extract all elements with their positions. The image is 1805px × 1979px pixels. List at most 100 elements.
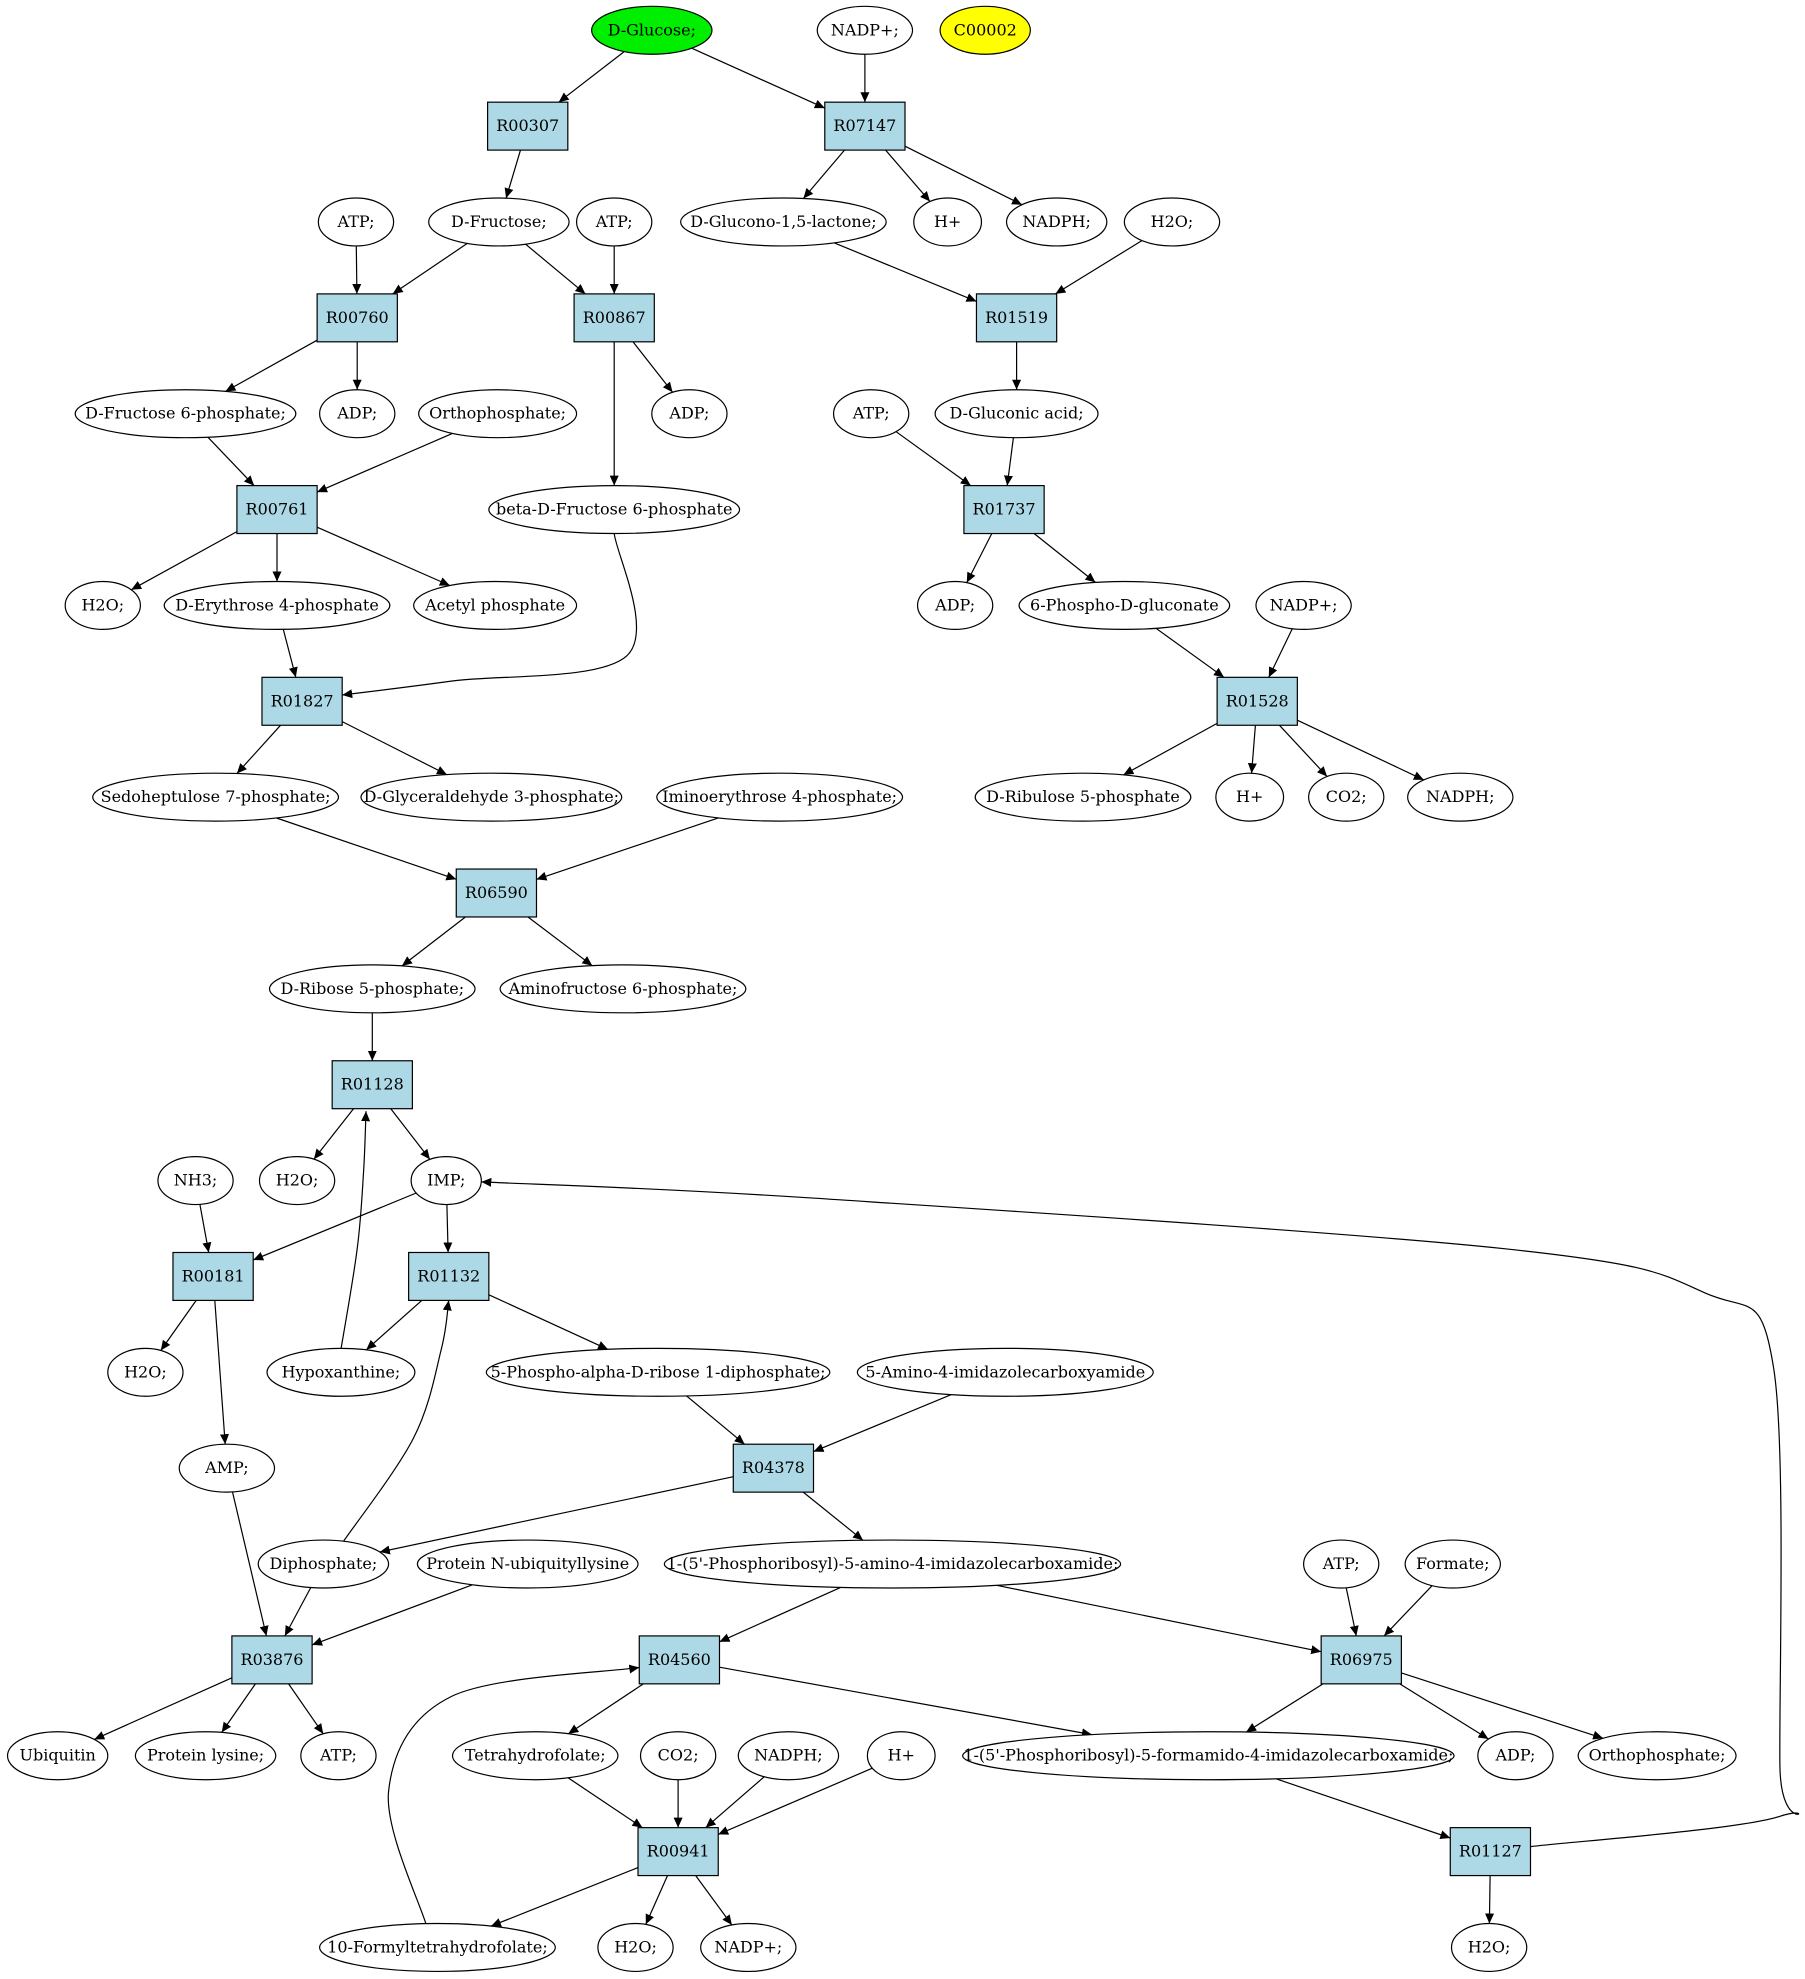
reaction-label: R07147 bbox=[833, 116, 896, 135]
compound-node-co2_1[interactable]: CO2; bbox=[1308, 772, 1385, 822]
compound-node-gluconic[interactable]: D-Gluconic acid; bbox=[934, 389, 1099, 439]
compound-node-fructose[interactable]: D-Fructose; bbox=[428, 197, 570, 247]
compound-node-nadph3[interactable]: NADPH; bbox=[737, 1731, 840, 1781]
reaction-node-r06590[interactable]: R06590 bbox=[455, 868, 538, 918]
compound-label: H2O; bbox=[81, 595, 124, 614]
reaction-box bbox=[573, 293, 655, 343]
reaction-box bbox=[236, 485, 318, 535]
compound-node-lysine[interactable]: Protein lysine; bbox=[134, 1731, 277, 1781]
reaction-box bbox=[455, 868, 538, 918]
compound-node-aminofructose[interactable]: Aminofructose 6-phosphate; bbox=[499, 964, 747, 1014]
reaction-node-r00941[interactable]: R00941 bbox=[637, 1827, 719, 1877]
compound-node-atp1[interactable]: ATP; bbox=[317, 197, 395, 247]
compound-node-h2o5[interactable]: H2O; bbox=[597, 1922, 674, 1973]
compound-node-adp4[interactable]: ADP; bbox=[1477, 1731, 1554, 1781]
compound-ellipse bbox=[266, 1347, 416, 1397]
compound-label: Iminoerythrose 4-phosphate; bbox=[662, 787, 897, 806]
compound-node-atp5[interactable]: ATP; bbox=[300, 1731, 377, 1781]
compound-node-aicar[interactable]: 1-(5'-Phosphoribosyl)-5-amino-4-imidazol… bbox=[663, 1539, 1122, 1589]
compound-node-atp3[interactable]: ATP; bbox=[832, 389, 910, 439]
compound-node-imp[interactable]: IMP; bbox=[410, 1156, 482, 1206]
compound-node-prpp[interactable]: 5-Phospho-alpha-D-ribose 1-diphosphate; bbox=[485, 1347, 831, 1397]
compound-node-h2o6[interactable]: H2O; bbox=[1450, 1922, 1528, 1973]
edge-r03876-to-atp5 bbox=[288, 1683, 324, 1735]
compound-node-faicar[interactable]: 1-(5'-Phosphoribosyl)-5-formamido-4-imid… bbox=[962, 1731, 1455, 1781]
compound-node-e4p[interactable]: D-Erythrose 4-phosphate bbox=[163, 580, 391, 630]
reaction-node-r00867[interactable]: R00867 bbox=[573, 293, 655, 343]
compound-node-ru5p[interactable]: D-Ribulose 5-phosphate bbox=[974, 772, 1192, 822]
compound-label: AMP; bbox=[204, 1458, 249, 1477]
edge-r03876-to-lysine bbox=[221, 1683, 256, 1733]
compound-node-h2o3[interactable]: H2O; bbox=[258, 1156, 336, 1206]
compound-node-gluconolactone[interactable]: D-Glucono-1,5-lactone; bbox=[680, 197, 887, 247]
compound-node-h2o2[interactable]: H2O; bbox=[64, 580, 141, 630]
compound-node-atp4[interactable]: ATP; bbox=[1303, 1539, 1380, 1589]
reaction-box bbox=[1216, 676, 1298, 726]
reaction-node-r01127[interactable]: R01127 bbox=[1449, 1827, 1532, 1877]
compound-node-hplus2[interactable]: H+ bbox=[1215, 772, 1285, 822]
compound-node-imino[interactable]: Iminoerythrose 4-phosphate; bbox=[656, 772, 904, 822]
reaction-node-r01519[interactable]: R01519 bbox=[975, 293, 1058, 343]
reaction-node-r01128[interactable]: R01128 bbox=[331, 1060, 413, 1110]
reaction-node-r07147[interactable]: R07147 bbox=[824, 101, 906, 151]
compound-node-thf[interactable]: Tetrahydrofolate; bbox=[451, 1731, 619, 1781]
compound-node-acetylp[interactable]: Acetyl phosphate bbox=[413, 580, 578, 630]
reaction-node-r04560[interactable]: R04560 bbox=[638, 1635, 721, 1685]
compound-node-ubiqlys[interactable]: Protein N-ubiquityllysine bbox=[416, 1539, 639, 1589]
compound-node-atp2[interactable]: ATP; bbox=[575, 197, 653, 247]
compound-node-formate[interactable]: Formate; bbox=[1404, 1539, 1502, 1589]
compound-node-ubiquitin[interactable]: Ubiquitin bbox=[6, 1731, 109, 1781]
compound-node-nadp2[interactable]: NADP+; bbox=[1255, 580, 1352, 630]
compound-node-nh3[interactable]: NH3; bbox=[157, 1156, 234, 1206]
compound-node-diphosphate[interactable]: Diphosphate; bbox=[257, 1539, 390, 1589]
compound-node-amp[interactable]: AMP; bbox=[178, 1443, 276, 1493]
compound-node-bf6p[interactable]: beta-D-Fructose 6-phosphate bbox=[488, 485, 741, 535]
edge-amp-to-r03876 bbox=[231, 1491, 269, 1637]
compound-node-pgluconate[interactable]: 6-Phospho-D-gluconate bbox=[1018, 580, 1231, 630]
reaction-node-r01132[interactable]: R01132 bbox=[408, 1251, 490, 1302]
edge-r01737-to-adp3 bbox=[966, 533, 993, 583]
reaction-node-r06975[interactable]: R06975 bbox=[1320, 1635, 1402, 1685]
edge-nadp2-to-r01528 bbox=[1268, 628, 1293, 678]
compound-node-co2_2[interactable]: CO2; bbox=[639, 1731, 717, 1781]
compound-node-adp3[interactable]: ADP; bbox=[916, 580, 994, 630]
reaction-node-r01827[interactable]: R01827 bbox=[261, 676, 343, 726]
reaction-node-r00307[interactable]: R00307 bbox=[487, 101, 569, 151]
compound-node-nadp1[interactable]: NADP+; bbox=[816, 5, 914, 55]
compound-ellipse bbox=[1123, 197, 1221, 247]
reaction-node-r00761[interactable]: R00761 bbox=[236, 485, 318, 535]
reaction-node-r00181[interactable]: R00181 bbox=[172, 1251, 254, 1302]
compound-node-hplus1[interactable]: H+ bbox=[913, 197, 983, 247]
compound-ellipse bbox=[1018, 580, 1231, 630]
compound-node-adp2[interactable]: ADP; bbox=[651, 389, 728, 439]
compound-label: Orthophosphate; bbox=[429, 404, 566, 423]
edge-fructose-to-r00760 bbox=[392, 242, 468, 295]
compound-node-s7p[interactable]: Sedoheptulose 7-phosphate; bbox=[92, 772, 340, 822]
compound-node-formylthf[interactable]: 10-Formyltetrahydrofolate; bbox=[319, 1922, 556, 1973]
compound-node-nadp3[interactable]: NADP+; bbox=[700, 1922, 797, 1973]
reaction-node-r00760[interactable]: R00760 bbox=[316, 293, 398, 343]
compound-node-h2o4[interactable]: H2O; bbox=[107, 1347, 184, 1397]
reaction-node-r03876[interactable]: R03876 bbox=[231, 1635, 313, 1685]
compound-node-orthophosphate1[interactable]: Orthophosphate; bbox=[418, 389, 578, 439]
reaction-box bbox=[487, 101, 569, 151]
compound-node-nadph2[interactable]: NADPH; bbox=[1407, 772, 1514, 822]
reaction-node-r01528[interactable]: R01528 bbox=[1216, 676, 1298, 726]
reaction-node-r04378[interactable]: R04378 bbox=[732, 1443, 815, 1493]
compound-node-hypoxanthine[interactable]: Hypoxanthine; bbox=[266, 1347, 416, 1397]
compound-node-hplus3[interactable]: H+ bbox=[866, 1731, 936, 1781]
edge-r04560-to-thf bbox=[567, 1683, 644, 1735]
compound-node-nadph1[interactable]: NADPH; bbox=[1005, 197, 1108, 247]
compound-node-g3p[interactable]: D-Glyceraldehyde 3-phosphate; bbox=[360, 772, 623, 822]
reaction-node-r01737[interactable]: R01737 bbox=[963, 485, 1045, 535]
compound-node-aica[interactable]: 5-Amino-4-imidazolecarboxyamide bbox=[856, 1347, 1154, 1397]
compound-node-h2o1[interactable]: H2O; bbox=[1123, 197, 1221, 247]
compound-ellipse bbox=[178, 1443, 276, 1493]
compound-node-glucose[interactable]: D-Glucose; bbox=[591, 5, 713, 55]
reaction-box bbox=[1449, 1827, 1532, 1877]
compound-node-adp1[interactable]: ADP; bbox=[319, 389, 396, 439]
compound-node-c00002[interactable]: C00002 bbox=[939, 5, 1031, 55]
compound-node-orthophosphate2[interactable]: Orthophosphate; bbox=[1577, 1731, 1737, 1781]
compound-node-r5p[interactable]: D-Ribose 5-phosphate; bbox=[268, 964, 476, 1014]
compound-node-f6p[interactable]: D-Fructose 6-phosphate; bbox=[74, 389, 297, 439]
